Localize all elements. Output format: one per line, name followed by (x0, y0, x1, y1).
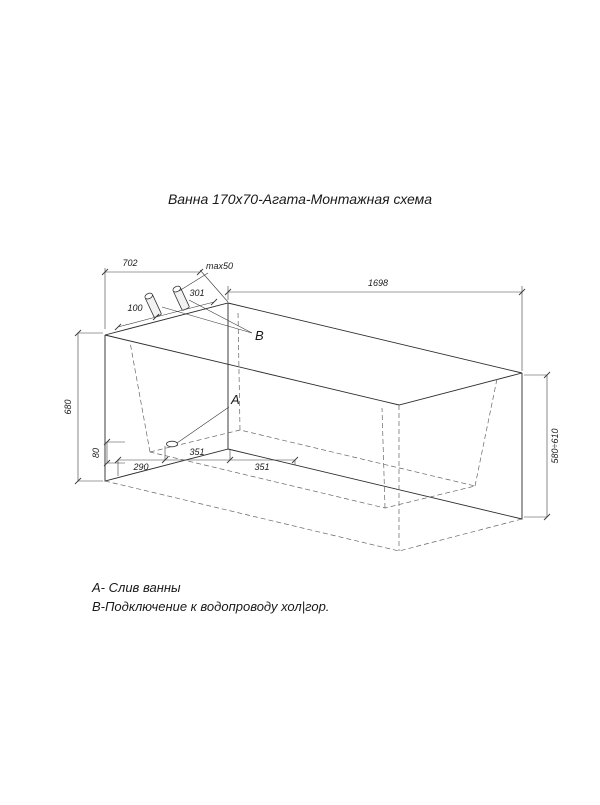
tub-inner-walls (129, 311, 498, 509)
dim-580-610-label: 580÷610 (550, 429, 560, 464)
dim-351-label-1: 351 (189, 447, 204, 457)
bathtub-outline (104, 302, 523, 520)
dim-max50-label: max50 (206, 261, 233, 271)
legend-line-b: В-Подключение к водопроводу хол|гор. (92, 599, 329, 614)
label-b-leader-1 (161, 306, 253, 334)
dim-100-label: 100 (127, 303, 142, 313)
legend-line-a: А- Слив ванны (91, 580, 181, 595)
dim-1698-label: 1698 (368, 278, 388, 288)
dim-301: 301 (155, 288, 218, 318)
bathtub-hidden-edges (104, 311, 523, 552)
hidden-bottom-edges (104, 480, 523, 552)
tub-left-face (104, 303, 229, 482)
label-a-leader (176, 406, 230, 444)
dim-80: 80 (91, 438, 125, 467)
dim-chain-bottom: 290 351 351 (114, 446, 299, 476)
dim-680: 680 (63, 329, 103, 485)
dim-1698: 1698 (224, 278, 526, 371)
dim-580-610: 580÷610 (524, 371, 560, 521)
legend: А- Слив ванны В-Подключение к водопровод… (91, 580, 329, 614)
dim-702-label: 702 (122, 258, 137, 268)
dim-351-label-2: 351 (254, 462, 269, 472)
supply-pipe-2 (172, 285, 190, 311)
dim-80-label: 80 (91, 448, 101, 458)
dim-301-label: 301 (189, 288, 204, 298)
drawing-title: Ванна 170x70-Агата-Монтажная схема (168, 191, 432, 207)
tub-inner-bottom (149, 429, 476, 509)
label-a: A (230, 392, 240, 407)
pipe-cap-icon (144, 292, 153, 300)
drain-fitting (166, 440, 178, 448)
dim-680-label: 680 (63, 399, 73, 414)
tub-top-rim (104, 302, 523, 406)
dim-max50: max50 (178, 261, 233, 292)
label-b: B (255, 328, 264, 343)
pipe-cap-icon (172, 285, 181, 293)
supply-pipe-1 (144, 292, 162, 318)
dim-290-label: 290 (132, 462, 148, 472)
tub-front-right-edges (227, 373, 523, 520)
